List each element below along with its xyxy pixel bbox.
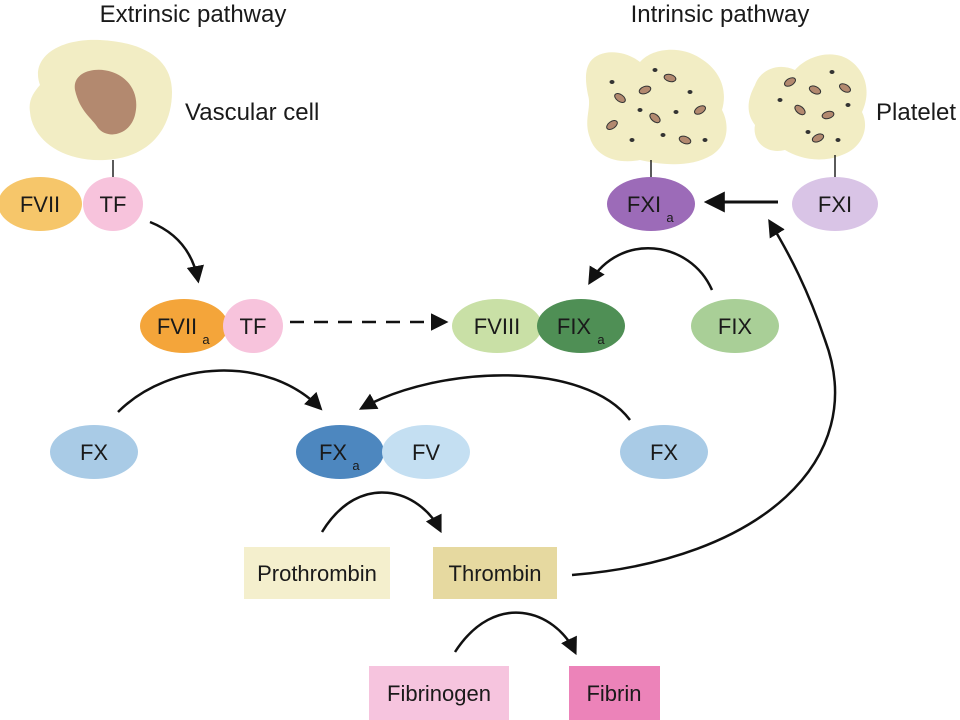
- cell-nucleus: [74, 69, 137, 135]
- fxia-node: FXI a: [607, 177, 695, 231]
- thrombin-box: Thrombin: [433, 547, 557, 599]
- svg-text:Fibrin: Fibrin: [586, 681, 641, 706]
- arrow-fx-right-to-fxa: [358, 374, 631, 421]
- fv-node: FV: [382, 425, 470, 479]
- fx-right-node: FX: [620, 425, 708, 479]
- svg-text:FV: FV: [412, 440, 440, 465]
- arrow-thrombin-feedback-to-fxi: [571, 219, 837, 577]
- svg-text:FVII: FVII: [157, 314, 197, 339]
- svg-text:FIX: FIX: [718, 314, 753, 339]
- arrow-fix-to-fixa: [588, 247, 714, 291]
- arrow-tf-to-fviia: [149, 220, 204, 284]
- fx-left-node: FX: [50, 425, 138, 479]
- fix-node: FIX: [691, 299, 779, 353]
- svg-text:FX: FX: [80, 440, 108, 465]
- fibrinogen-box: Fibrinogen: [369, 666, 509, 720]
- fviia-node: FVII a: [140, 299, 228, 353]
- extrinsic-pathway-heading: Extrinsic pathway: [100, 1, 287, 28]
- vascular-cell: [29, 39, 172, 161]
- svg-text:a: a: [202, 332, 210, 347]
- fixa-node: FIX a: [537, 299, 625, 353]
- platelet-left: [585, 49, 727, 165]
- svg-text:FVII: FVII: [20, 192, 60, 217]
- vascular-cell-label: Vascular cell: [185, 99, 319, 126]
- fviii-node: FVIII: [452, 299, 542, 353]
- prothrombin-box: Prothrombin: [244, 547, 390, 599]
- arrow-fx-left-to-fxa: [117, 369, 323, 413]
- svg-text:Thrombin: Thrombin: [449, 561, 542, 586]
- arrow-prothrombin-to-thrombin: [320, 491, 442, 534]
- platelet-right: [748, 54, 867, 160]
- svg-text:TF: TF: [240, 314, 267, 339]
- platelet-label: Platelet: [876, 99, 956, 126]
- svg-text:FX: FX: [319, 440, 347, 465]
- svg-text:FIX: FIX: [557, 314, 592, 339]
- svg-text:a: a: [597, 332, 605, 347]
- svg-text:FXI: FXI: [627, 192, 661, 217]
- arrow-fibrinogen-to-fibrin: [453, 611, 577, 656]
- fvii-node: FVII: [0, 177, 82, 231]
- intrinsic-pathway-heading: Intrinsic pathway: [631, 1, 810, 28]
- svg-text:a: a: [352, 458, 360, 473]
- fibrin-box: Fibrin: [569, 666, 660, 720]
- fxi-node: FXI: [792, 177, 878, 231]
- svg-text:TF: TF: [100, 192, 127, 217]
- svg-text:FX: FX: [650, 440, 678, 465]
- svg-text:FXI: FXI: [818, 192, 852, 217]
- svg-text:FVIII: FVIII: [474, 314, 520, 339]
- svg-text:Prothrombin: Prothrombin: [257, 561, 377, 586]
- svg-text:Fibrinogen: Fibrinogen: [387, 681, 491, 706]
- tf-node: TF: [83, 177, 143, 231]
- fxa-node: FX a: [296, 425, 384, 479]
- svg-text:a: a: [666, 210, 674, 225]
- tf-complex-node: TF: [223, 299, 283, 353]
